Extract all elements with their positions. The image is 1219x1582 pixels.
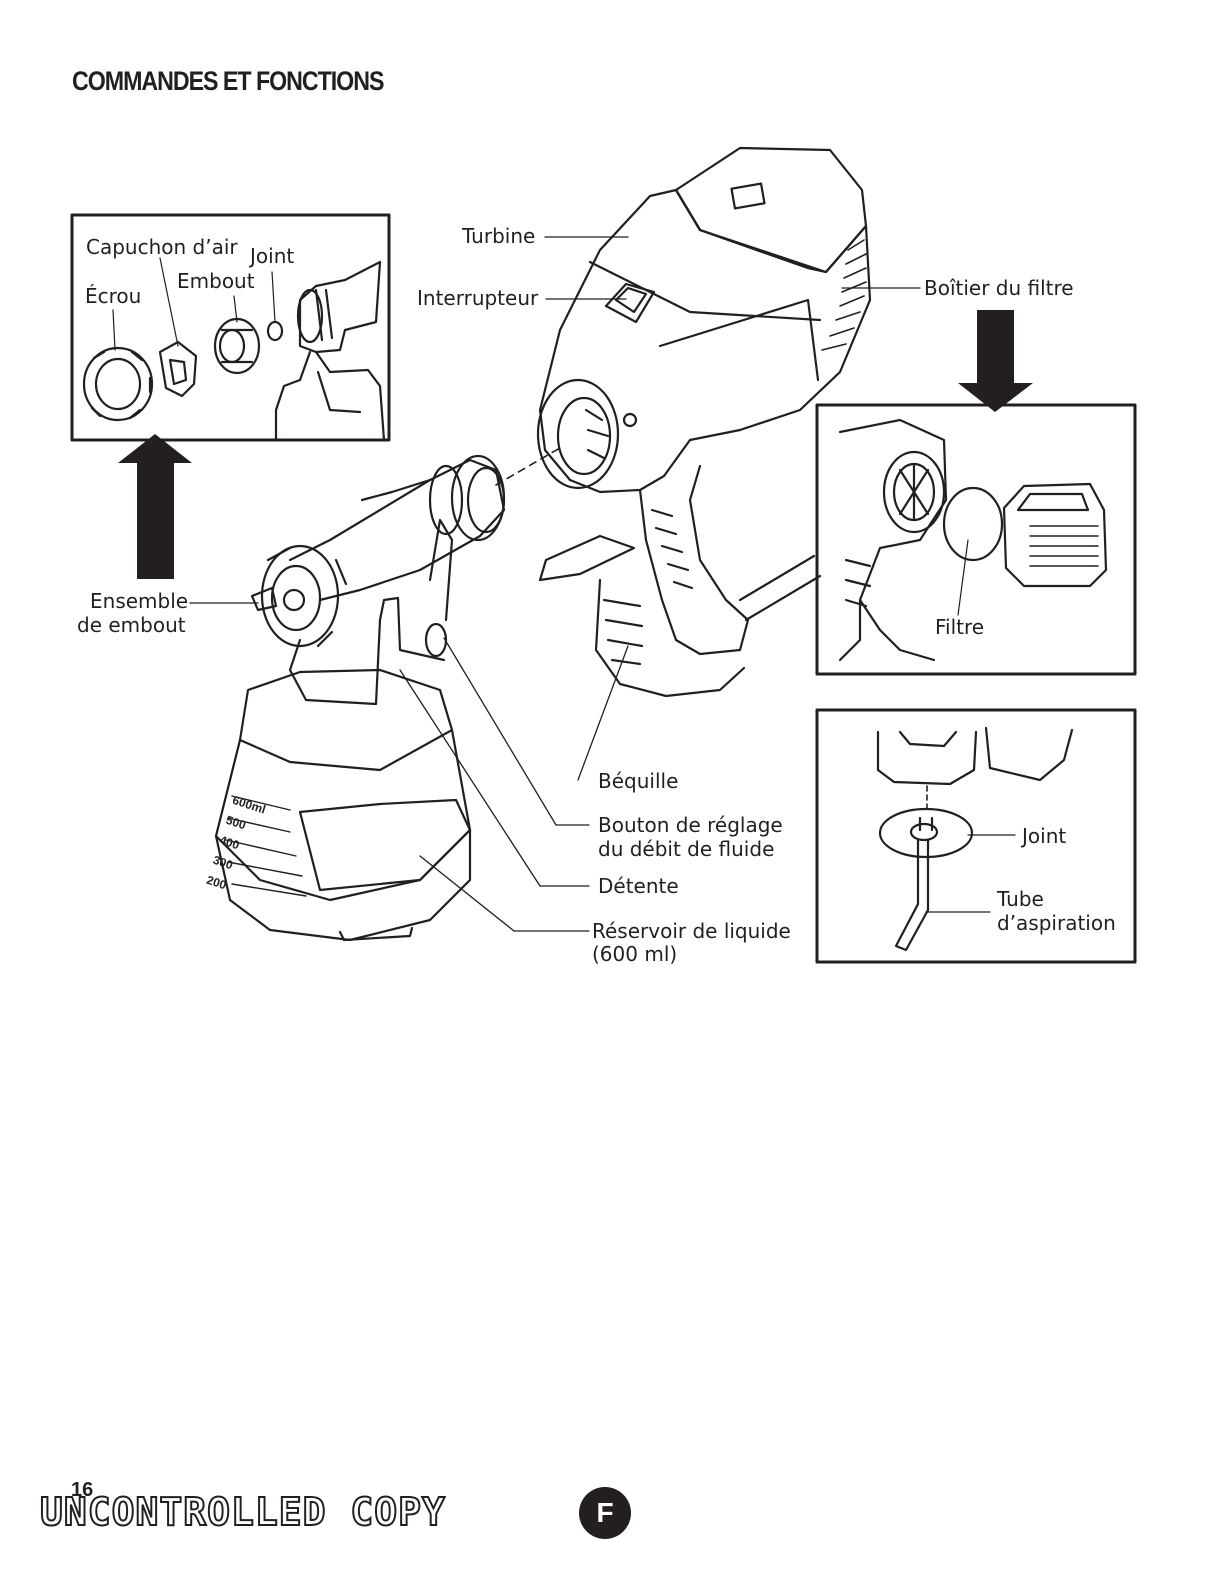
- label-air-cap: Capuchon d’air: [86, 236, 238, 259]
- label-filter: Filtre: [935, 616, 984, 639]
- label-tip: Embout: [177, 270, 255, 293]
- label-tube-1: Tube: [997, 888, 1044, 911]
- label-flow-knob-1: Bouton de réglage: [598, 814, 783, 837]
- uncontrolled-copy-stamp: UNCONTROLLED COPY: [40, 1490, 446, 1534]
- filter-disc: [944, 488, 1002, 560]
- label-switch: Interrupteur: [417, 287, 538, 310]
- turbine-body: [538, 148, 870, 696]
- arrow-up-icon: [118, 434, 192, 579]
- label-tip-assembly-1: Ensemble: [90, 590, 188, 613]
- language-badge: F: [579, 1487, 631, 1539]
- label-turbine: Turbine: [462, 225, 535, 248]
- label-joint-right: Joint: [1022, 825, 1066, 848]
- connection-dash: [496, 448, 560, 485]
- label-filter-housing: Boîtier du filtre: [924, 277, 1074, 300]
- nut-part: [84, 348, 152, 420]
- gasket-disc: [880, 809, 972, 857]
- label-tube-2: d’aspiration: [997, 912, 1116, 935]
- label-flow-knob-2: du débit de fluide: [598, 838, 774, 861]
- label-reservoir-1: Réservoir de liquide: [592, 920, 791, 943]
- label-tip-assembly-2: de embout: [77, 614, 186, 637]
- front-end-cup: [216, 456, 504, 940]
- label-reservoir-2: (600 ml): [592, 943, 677, 966]
- gun-front-partial: [276, 262, 384, 440]
- label-nut: Écrou: [85, 285, 141, 308]
- arrow-down-icon: [958, 310, 1033, 412]
- label-kickstand: Béquille: [598, 770, 678, 793]
- air-cap-part: [160, 342, 196, 396]
- tip-part: [215, 319, 259, 373]
- joint-ring-part: [268, 322, 282, 340]
- label-joint-inset: Joint: [250, 245, 294, 268]
- label-trigger: Détente: [598, 875, 679, 898]
